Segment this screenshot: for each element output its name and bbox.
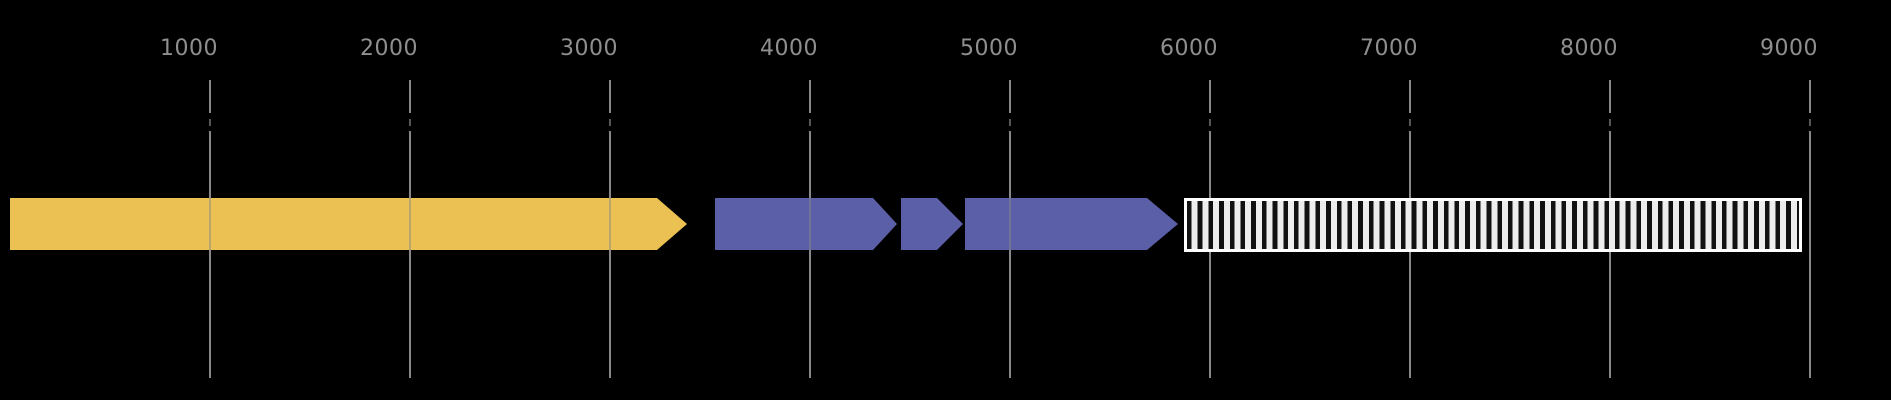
gridline-overlay-5000 xyxy=(1009,131,1011,378)
tick-mark-9000 xyxy=(1809,80,1811,113)
grid-dash-4000 xyxy=(809,119,811,126)
tick-mark-1000 xyxy=(209,80,211,113)
x-tick-label-6000: 6000 xyxy=(1160,36,1218,61)
feature-striped-box xyxy=(1184,198,1802,252)
feature-purple-arrow-1 xyxy=(715,198,897,250)
gridline-overlay-7000 xyxy=(1409,131,1411,378)
grid-dash-6000 xyxy=(1209,119,1211,126)
grid-dash-1000 xyxy=(209,119,211,126)
grid-dash-9000 xyxy=(1809,119,1811,126)
x-tick-label-9000: 9000 xyxy=(1760,36,1818,61)
feature-gold-arrow xyxy=(10,198,687,250)
tick-mark-6000 xyxy=(1209,80,1211,113)
gridline-overlay-3000 xyxy=(609,131,611,378)
x-tick-label-4000: 4000 xyxy=(760,36,818,61)
tick-mark-8000 xyxy=(1609,80,1611,113)
x-tick-label-3000: 3000 xyxy=(560,36,618,61)
grid-dash-2000 xyxy=(409,119,411,126)
grid-dash-8000 xyxy=(1609,119,1611,126)
x-tick-label-7000: 7000 xyxy=(1360,36,1418,61)
x-tick-label-2000: 2000 xyxy=(360,36,418,61)
x-tick-label-5000: 5000 xyxy=(960,36,1018,61)
tick-mark-3000 xyxy=(609,80,611,113)
gridline-overlay-2000 xyxy=(409,131,411,378)
tick-mark-5000 xyxy=(1009,80,1011,113)
grid-dash-5000 xyxy=(1009,119,1011,126)
x-tick-label-1000: 1000 xyxy=(160,36,218,61)
gridline-overlay-4000 xyxy=(809,131,811,378)
tick-mark-4000 xyxy=(809,80,811,113)
gridline-overlay-6000 xyxy=(1209,131,1211,378)
feature-purple-arrow-2 xyxy=(901,198,963,250)
gridline-overlay-8000 xyxy=(1609,131,1611,378)
tick-mark-7000 xyxy=(1409,80,1411,113)
feature-purple-arrow-3 xyxy=(965,198,1178,250)
grid-dash-3000 xyxy=(609,119,611,126)
gridline-overlay-9000 xyxy=(1809,131,1811,378)
x-tick-label-8000: 8000 xyxy=(1560,36,1618,61)
tick-mark-2000 xyxy=(409,80,411,113)
gridline-overlay-1000 xyxy=(209,131,211,378)
grid-dash-7000 xyxy=(1409,119,1411,126)
